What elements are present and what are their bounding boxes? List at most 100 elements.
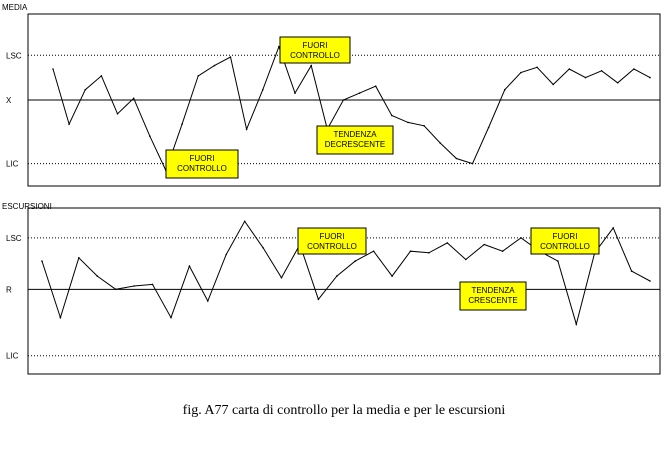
data-point: [278, 45, 280, 48]
annotation-text: FUORI: [190, 154, 215, 163]
data-point: [84, 88, 87, 91]
data-point: [575, 323, 578, 326]
annotation-text: CONTROLLO: [290, 51, 340, 60]
data-point: [633, 68, 635, 70]
data-point: [132, 97, 135, 100]
data-point: [207, 300, 209, 302]
series-line: [52, 45, 651, 172]
annotation-background: [279, 36, 351, 64]
chart-title: MEDIA: [2, 3, 28, 12]
data-point: [536, 66, 538, 69]
data-point: [294, 92, 296, 94]
limit-label-lower: LIC: [6, 160, 19, 169]
data-point: [59, 316, 62, 319]
annotation-text: CRESCENTE: [468, 296, 517, 305]
data-point: [342, 99, 345, 101]
annotation-text: TENDENZA: [333, 130, 377, 139]
annotation-text: FUORI: [553, 232, 578, 241]
data-point: [213, 64, 216, 67]
data-point: [229, 56, 232, 58]
data-point: [151, 283, 154, 286]
data-point: [280, 276, 283, 279]
annotation-text: FUORI: [303, 41, 328, 50]
data-point: [181, 123, 183, 125]
data-point: [262, 88, 264, 91]
limit-label-upper: LSC: [6, 51, 22, 60]
data-point: [455, 157, 458, 160]
data-point: [600, 70, 603, 72]
data-point: [649, 280, 651, 282]
data-point: [584, 76, 587, 79]
annotation-text: TENDENZA: [471, 286, 515, 295]
limit-label-lower: LIC: [6, 352, 19, 361]
data-point: [96, 275, 99, 277]
annotation-text: FUORI: [320, 232, 345, 241]
data-point: [630, 270, 633, 272]
data-point: [133, 285, 135, 287]
escursioni-chart: ESCURSIONILSCRLICFUORICONTROLLOTENDENZAC…: [2, 202, 661, 375]
data-point: [68, 123, 70, 125]
annotation-background: [297, 227, 367, 255]
data-point: [310, 64, 313, 67]
data-point: [317, 298, 320, 301]
annotation-background: [530, 227, 600, 255]
data-point: [520, 237, 522, 239]
data-point: [612, 227, 614, 229]
data-point: [483, 243, 486, 246]
data-point: [354, 260, 357, 262]
data-point: [501, 250, 504, 252]
data-point: [409, 250, 412, 252]
annotation-text: DECRESCENTE: [325, 140, 385, 149]
data-point: [568, 68, 571, 70]
data-point: [391, 275, 393, 277]
data-point: [407, 121, 409, 124]
data-point: [336, 275, 338, 277]
annotation-text: CONTROLLO: [540, 242, 590, 251]
limit-label-upper: LSC: [6, 234, 22, 243]
data-point: [649, 76, 651, 79]
annotation-text: CONTROLLO: [177, 164, 227, 173]
data-point: [188, 265, 191, 267]
annotation-background: [165, 149, 239, 179]
data-point: [552, 83, 554, 86]
limit-label-center: X: [6, 96, 12, 105]
data-point: [465, 258, 467, 261]
data-point: [358, 92, 361, 94]
data-point: [197, 75, 199, 77]
data-point: [100, 75, 103, 77]
data-point: [504, 88, 506, 91]
data-point: [52, 68, 54, 70]
data-point: [428, 252, 430, 254]
data-point: [225, 253, 227, 256]
plot-frame: [27, 207, 661, 375]
data-point: [374, 85, 377, 87]
data-point: [245, 128, 248, 130]
chart-title: ESCURSIONI: [2, 202, 52, 211]
data-point: [149, 135, 151, 137]
annotation-text: CONTROLLO: [307, 242, 357, 251]
series-line: [41, 220, 651, 327]
data-point: [170, 316, 172, 319]
limit-label-center: R: [6, 285, 12, 294]
data-point: [262, 247, 264, 249]
data-point: [78, 257, 80, 259]
data-point: [372, 250, 375, 252]
annotation-background: [459, 281, 527, 311]
data-point: [243, 220, 246, 223]
figure-caption: fig. A77 carta di controllo per la media…: [183, 403, 506, 418]
data-point: [423, 125, 425, 127]
annotation-background: [316, 125, 394, 155]
data-point: [116, 113, 119, 115]
data-point: [616, 82, 619, 84]
data-point: [487, 126, 490, 129]
data-point: [446, 242, 449, 244]
data-point: [557, 260, 559, 262]
data-point: [439, 142, 442, 144]
data-point: [391, 114, 393, 117]
